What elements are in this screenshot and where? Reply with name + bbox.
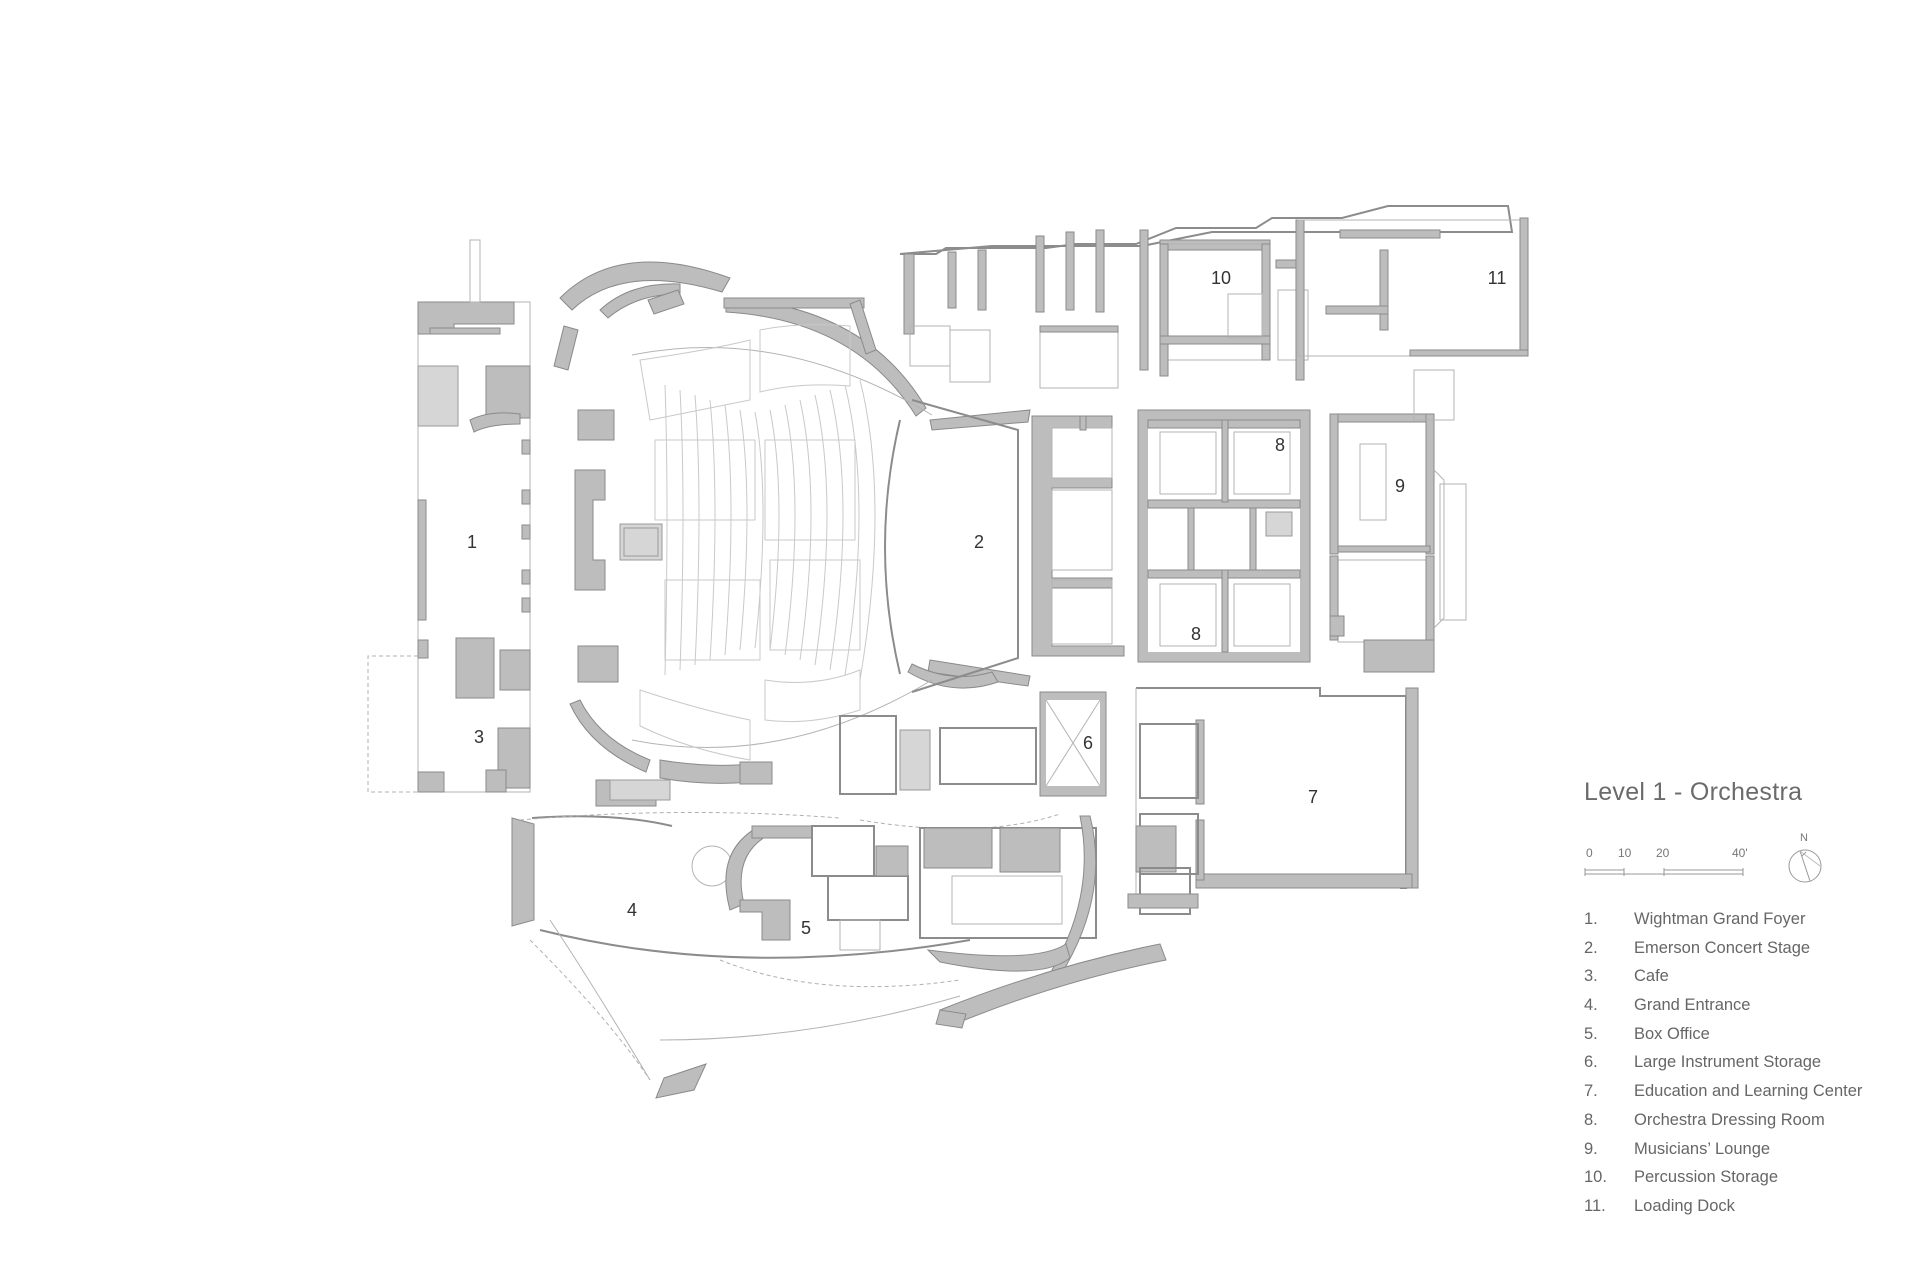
legend-name: Musicians’ Lounge	[1634, 1139, 1771, 1158]
scale-bar-graphic	[1584, 868, 1744, 876]
foyer-block	[367, 239, 531, 793]
legend-num: 2.	[1584, 938, 1598, 957]
north-arrow-icon	[1788, 849, 1822, 883]
room-label-3: 3	[474, 727, 484, 747]
legend-num: 8.	[1584, 1110, 1598, 1129]
seating-blocks	[639, 324, 876, 761]
legend-name: Large Instrument Storage	[1634, 1053, 1822, 1072]
legend-num: 10.	[1584, 1168, 1607, 1187]
legend-name: Loading Dock	[1634, 1196, 1735, 1215]
legend-item: 10. Percussion Storage	[1584, 1163, 1862, 1192]
room-label-10: 10	[1211, 268, 1231, 288]
lounge-block	[1329, 369, 1467, 673]
legend-item: 8. Orchestra Dressing Room	[1584, 1106, 1862, 1135]
legend-num: 5.	[1584, 1024, 1598, 1043]
stage-back-rooms	[839, 415, 1125, 797]
scale-tick-40: 40'	[1732, 846, 1748, 860]
scale-tick-10: 10	[1618, 846, 1632, 860]
legend-name: Grand Entrance	[1634, 996, 1751, 1015]
legend-name: Percussion Storage	[1634, 1168, 1778, 1187]
legend-name: Wightman Grand Foyer	[1634, 910, 1806, 928]
legend-num: 9.	[1584, 1139, 1598, 1158]
legend-num: 1.	[1584, 910, 1598, 928]
entrance-block	[511, 811, 1061, 1099]
legend-num: 6.	[1584, 1053, 1598, 1072]
legend-item: 5. Box Office	[1584, 1020, 1862, 1049]
legend-item: 11. Loading Dock	[1584, 1192, 1862, 1221]
north-label: N	[1800, 832, 1808, 844]
legend-item: 3. Cafe	[1584, 962, 1862, 991]
room-label-1: 1	[467, 532, 477, 552]
legend-num: 4.	[1584, 996, 1598, 1015]
legend-num: 11.	[1584, 1196, 1606, 1215]
legend-num: 3.	[1584, 967, 1598, 986]
education-center	[1135, 687, 1419, 898]
legend-num: 7.	[1584, 1082, 1598, 1101]
scale-tick-0: 0	[1586, 846, 1593, 860]
legend-item: 6. Large Instrument Storage	[1584, 1048, 1862, 1077]
south-east-block	[919, 815, 1199, 1029]
room-label-4: 4	[627, 900, 637, 920]
legend-name: Emerson Concert Stage	[1634, 938, 1811, 957]
concert-hall	[553, 261, 1031, 807]
room-label-8-north: 8	[1275, 435, 1285, 455]
room-label-11: 11	[1488, 268, 1507, 288]
room-legend: 1. Wightman Grand Foyer 2. Emerson Concert…	[1584, 905, 1862, 1221]
legend-item: 7. Education and Learning Center	[1584, 1077, 1862, 1106]
scale-tick-20: 20	[1656, 846, 1670, 860]
legend-name: Orchestra Dressing Room	[1634, 1110, 1825, 1129]
scale-bar: 0 10 20 40'	[1584, 846, 1748, 876]
legend-item: 4. Grand Entrance	[1584, 991, 1862, 1020]
legend-name: Education and Learning Center	[1634, 1082, 1863, 1101]
legend-item: 1. Wightman Grand Foyer	[1584, 905, 1862, 934]
plan-title: Level 1 - Orchestra	[1584, 778, 1803, 806]
legend-item: 2. Emerson Concert Stage	[1584, 934, 1862, 963]
room-label-6: 6	[1083, 733, 1093, 753]
room-label-2: 2	[974, 532, 984, 552]
north-arrow: N	[1786, 832, 1836, 888]
dressing-rooms	[1137, 409, 1311, 663]
legend-item: 9. Musicians’ Lounge	[1584, 1135, 1862, 1164]
room-label-7: 7	[1308, 787, 1318, 807]
room-label-5: 5	[801, 918, 811, 938]
room-labels: 1 2 3 4 5 6 7 8 8 9 10 11	[467, 268, 1506, 938]
legend-name: Cafe	[1634, 967, 1669, 986]
north-service	[899, 205, 1529, 389]
room-label-9: 9	[1395, 476, 1405, 496]
room-label-8-south: 8	[1191, 624, 1201, 644]
legend-name: Box Office	[1634, 1024, 1710, 1043]
